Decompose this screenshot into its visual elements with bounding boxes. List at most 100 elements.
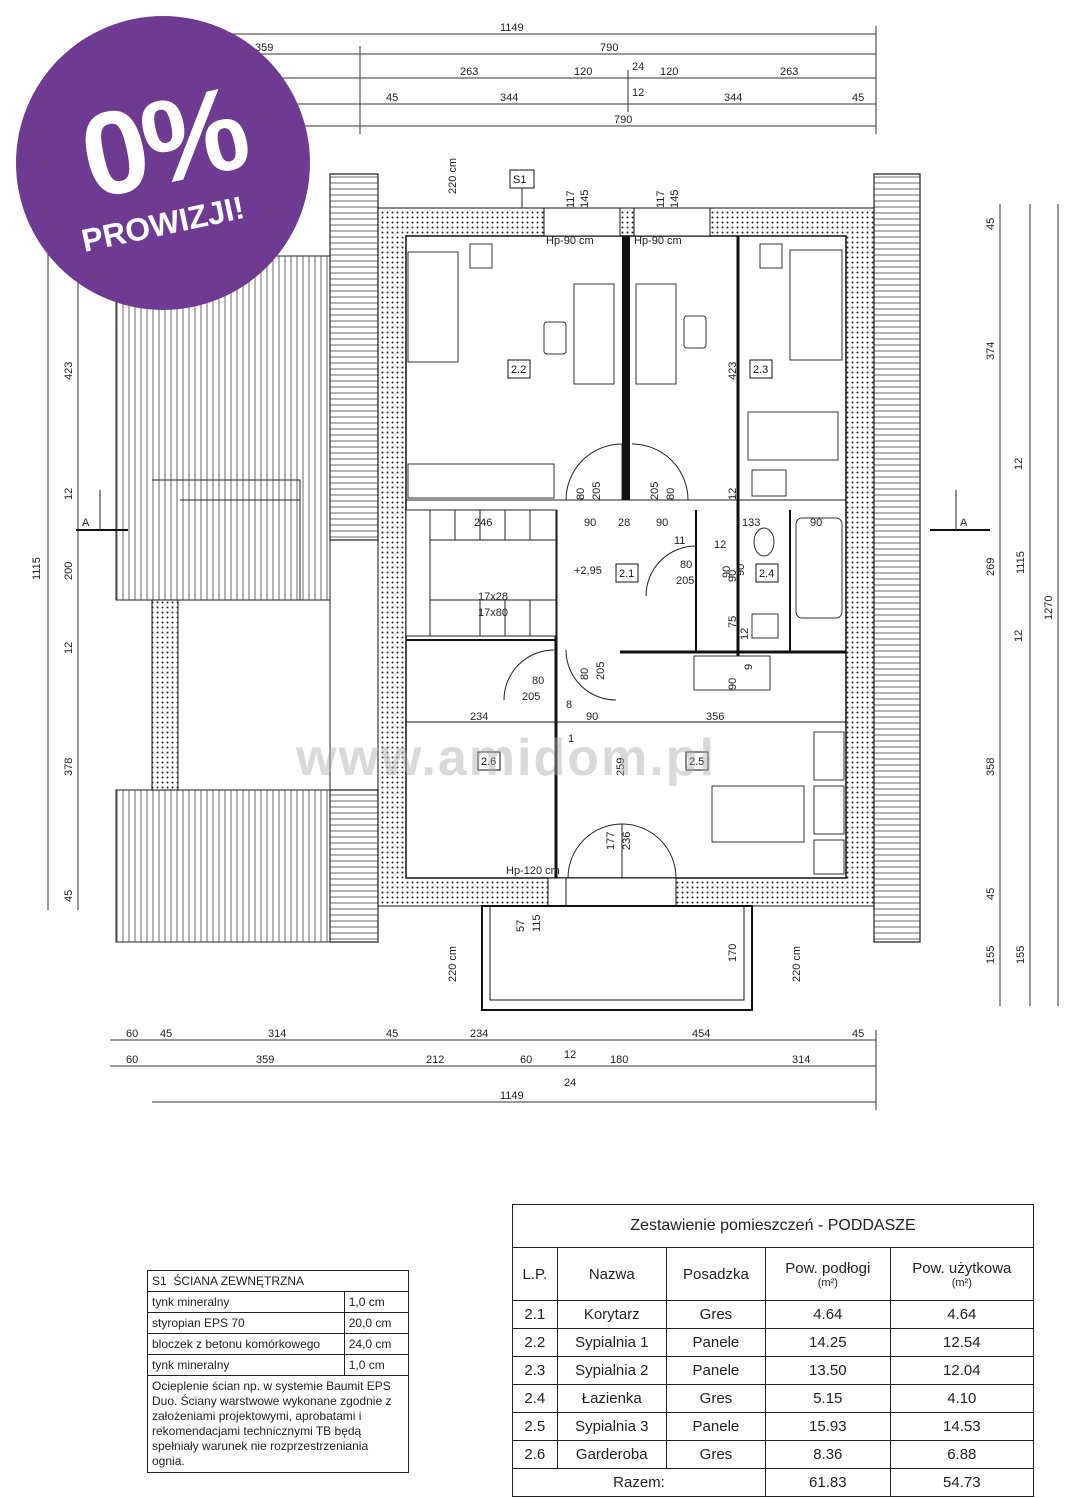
svg-text:790: 790 bbox=[614, 114, 632, 126]
svg-text:117: 117 bbox=[655, 190, 667, 208]
wall-spec-description: Ocieplenie ścian np. w systemie Baumit E… bbox=[147, 1375, 409, 1473]
total-label: Razem: bbox=[512, 1468, 766, 1497]
svg-text:359: 359 bbox=[255, 42, 273, 54]
svg-text:1: 1 bbox=[568, 733, 574, 745]
balcony bbox=[481, 905, 753, 1011]
svg-text:80: 80 bbox=[665, 488, 677, 500]
desk-1 bbox=[573, 283, 615, 385]
svg-text:423: 423 bbox=[63, 362, 75, 380]
svg-text:145: 145 bbox=[669, 190, 681, 208]
chair-2 bbox=[683, 315, 707, 349]
svg-text:90: 90 bbox=[656, 517, 668, 529]
svg-text:12: 12 bbox=[564, 1049, 576, 1061]
wardrobe-2 bbox=[693, 655, 771, 691]
wall-spec-table: S1 ŚCIANA ZEWNĘTRZNA tynk mineralny 1,0 … bbox=[147, 1270, 410, 1473]
svg-text:177: 177 bbox=[605, 832, 617, 850]
svg-text:75: 75 bbox=[727, 616, 739, 628]
svg-text:180: 180 bbox=[610, 1054, 628, 1066]
sink bbox=[751, 613, 779, 639]
svg-text:133: 133 bbox=[742, 517, 760, 529]
svg-text:358: 358 bbox=[985, 758, 997, 776]
rooms-table: Zestawienie pomieszczeń - PODDASZE L.P. … bbox=[512, 1204, 1035, 1497]
svg-text:90: 90 bbox=[727, 570, 739, 582]
svg-text:Hp-90 cm: Hp-90 cm bbox=[634, 235, 682, 247]
svg-text:205: 205 bbox=[595, 662, 607, 680]
wall-spec-header: S1 ŚCIANA ZEWNĘTRZNA bbox=[147, 1270, 409, 1292]
svg-text:12: 12 bbox=[1013, 458, 1025, 470]
svg-text:212: 212 bbox=[426, 1054, 444, 1066]
promo-badge: 0% PROWIZJI! bbox=[16, 16, 310, 310]
svg-text:12: 12 bbox=[727, 488, 739, 500]
svg-text:2.5: 2.5 bbox=[689, 756, 704, 768]
watermark: www.amidom.pl bbox=[296, 729, 716, 787]
total-area-usable: 54.73 bbox=[889, 1468, 1035, 1497]
svg-text:2.1: 2.1 bbox=[619, 568, 634, 580]
svg-text:205: 205 bbox=[591, 482, 603, 500]
room-tag-2-5: 2.5 bbox=[685, 751, 709, 771]
svg-text:12: 12 bbox=[1013, 630, 1025, 642]
svg-text:454: 454 bbox=[692, 1028, 710, 1040]
room-tag-2-2: 2.2 bbox=[507, 359, 531, 379]
svg-text:246: 246 bbox=[474, 517, 492, 529]
room-tag-s1: S1 bbox=[509, 169, 535, 189]
svg-text:60: 60 bbox=[520, 1054, 532, 1066]
svg-text:205: 205 bbox=[676, 575, 694, 587]
svg-text:S1: S1 bbox=[513, 174, 526, 186]
svg-text:1149: 1149 bbox=[500, 1090, 524, 1102]
wall-spec-title: ŚCIANA ZEWNĘTRZNA bbox=[173, 1274, 305, 1288]
svg-text:314: 314 bbox=[268, 1028, 286, 1040]
svg-text:45: 45 bbox=[63, 890, 75, 902]
svg-text:12: 12 bbox=[63, 642, 75, 654]
header-name: Nazwa bbox=[556, 1247, 667, 1301]
svg-text:45: 45 bbox=[852, 1028, 864, 1040]
bed-2 bbox=[789, 249, 843, 361]
svg-text:12: 12 bbox=[739, 628, 751, 640]
svg-text:205: 205 bbox=[649, 482, 661, 500]
svg-text:9: 9 bbox=[743, 664, 755, 670]
chair-1 bbox=[543, 321, 567, 355]
header-lp: L.P. bbox=[512, 1247, 558, 1301]
table-row: tynk mineralny 1,0 cm bbox=[147, 1354, 410, 1376]
toilet bbox=[753, 527, 775, 557]
svg-text:45: 45 bbox=[160, 1028, 172, 1040]
svg-text:45: 45 bbox=[985, 218, 997, 230]
dim-top-total: 1149 bbox=[500, 22, 524, 34]
table-row: tynk mineralny 1,0 cm bbox=[147, 1291, 410, 1313]
roof-left-main bbox=[329, 173, 379, 541]
svg-text:2.3: 2.3 bbox=[753, 364, 768, 376]
svg-text:263: 263 bbox=[780, 66, 798, 78]
svg-text:120: 120 bbox=[574, 66, 592, 78]
room-tag-2-4: 2.4 bbox=[755, 563, 779, 583]
header-floor: Posadzka bbox=[665, 1247, 767, 1301]
svg-text:45: 45 bbox=[985, 888, 997, 900]
svg-text:356: 356 bbox=[706, 711, 724, 723]
svg-text:90: 90 bbox=[727, 678, 739, 690]
total-area-floor: 61.83 bbox=[765, 1468, 891, 1497]
svg-text:12: 12 bbox=[63, 488, 75, 500]
svg-text:80: 80 bbox=[575, 488, 587, 500]
svg-text:236: 236 bbox=[621, 832, 633, 850]
svg-text:1115: 1115 bbox=[31, 557, 43, 580]
desk-3 bbox=[747, 411, 839, 461]
svg-text:45: 45 bbox=[386, 1028, 398, 1040]
svg-text:374: 374 bbox=[985, 342, 997, 360]
roof-right-main bbox=[873, 173, 921, 943]
svg-text:24: 24 bbox=[564, 1077, 576, 1089]
svg-text:1270: 1270 bbox=[1043, 596, 1055, 620]
svg-text:28: 28 bbox=[618, 517, 630, 529]
stairs bbox=[405, 509, 557, 637]
room-tag-2-6: 2.6 bbox=[477, 751, 501, 771]
svg-text:45: 45 bbox=[386, 92, 398, 104]
table-row: bloczek z betonu komórkowego 24,0 cm bbox=[147, 1333, 410, 1355]
svg-text:2.6: 2.6 bbox=[481, 756, 496, 768]
wall-spec-code: S1 bbox=[152, 1274, 167, 1288]
boiler bbox=[751, 469, 787, 497]
svg-text:1115: 1115 bbox=[1015, 551, 1027, 574]
svg-text:11: 11 bbox=[674, 535, 685, 547]
svg-text:90: 90 bbox=[735, 564, 747, 576]
svg-text:314: 314 bbox=[792, 1054, 810, 1066]
svg-text:170: 170 bbox=[727, 944, 739, 962]
svg-text:234: 234 bbox=[470, 1028, 488, 1040]
svg-text:145: 145 bbox=[579, 190, 591, 208]
